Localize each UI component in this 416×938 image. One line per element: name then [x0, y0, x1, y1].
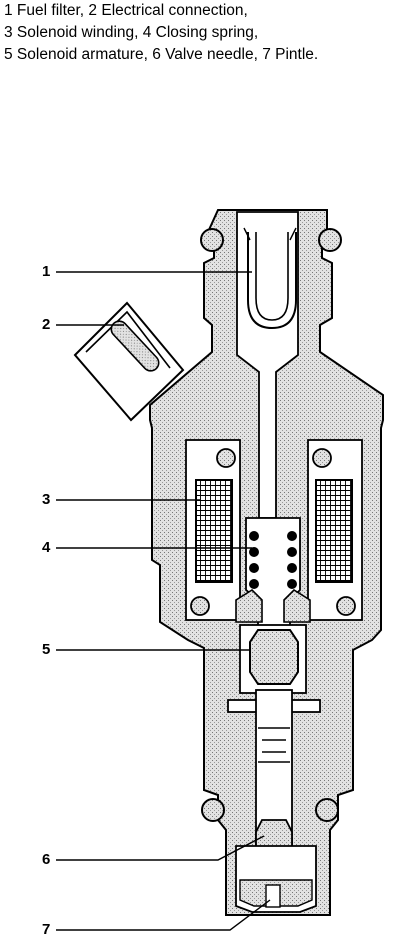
- lower-o-ring: [201, 798, 339, 822]
- solenoid-armature: [239, 624, 307, 694]
- closing-spring: [249, 531, 297, 589]
- leader-6: [56, 835, 265, 861]
- upper-o-ring: [200, 228, 342, 252]
- callout-solenoid-winding: 3: [42, 491, 51, 508]
- solenoid-coil: [185, 439, 363, 621]
- leader-lines: [56, 271, 271, 931]
- caption-line-3: 5 Solenoid armature, 6 Valve needle, 7 P…: [4, 46, 319, 63]
- leader-7: [56, 899, 271, 931]
- fuel-filter: [243, 227, 297, 330]
- callout-electrical-connection: 2: [42, 316, 51, 333]
- caption-line-1: 1 Fuel filter, 2 Electrical connection,: [4, 2, 248, 19]
- caption-line-2: 3 Solenoid winding, 4 Closing spring,: [4, 24, 259, 41]
- callout-pintle: 7: [42, 921, 51, 938]
- electrical-connector: [73, 301, 185, 422]
- callout-valve-needle: 6: [42, 851, 51, 868]
- figure-caption: 1 Fuel filter, 2 Electrical connection, …: [4, 0, 414, 66]
- callout-solenoid-armature: 5: [42, 641, 51, 658]
- callout-closing-spring: 4: [42, 539, 51, 556]
- callout-fuel-filter: 1: [42, 263, 51, 280]
